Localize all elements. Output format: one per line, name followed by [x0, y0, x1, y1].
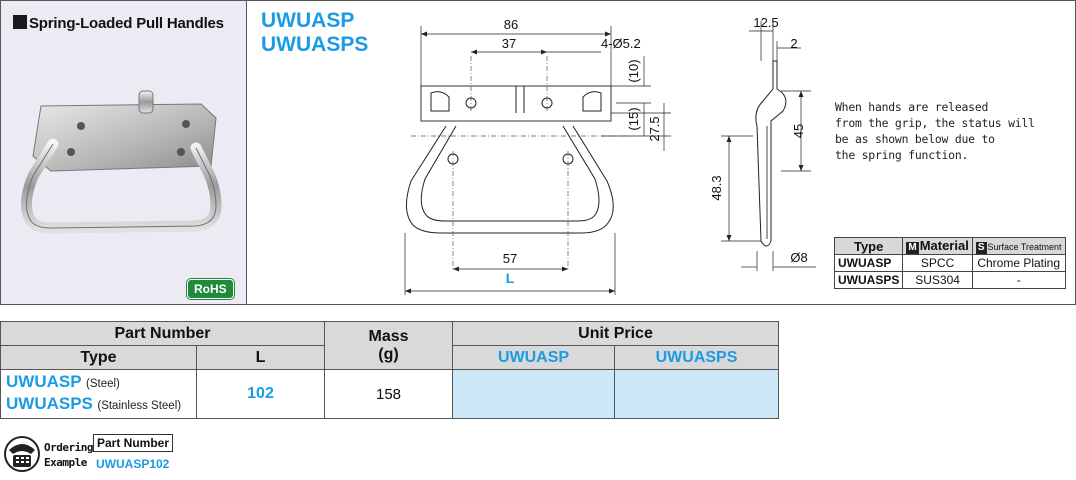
- ordering-part-number-header: Part Number: [93, 434, 174, 452]
- dim-grip-width: 57: [503, 251, 517, 266]
- l-value: 102: [196, 369, 325, 419]
- dim-thickness: 2: [790, 36, 797, 51]
- dim-height-27-5: 27.5: [647, 116, 662, 141]
- panel-title: Spring-Loaded Pull Handles: [13, 15, 224, 32]
- product-frame: Spring-Loaded Pull Handles: [0, 0, 1076, 305]
- header-part-number: Part Number: [0, 321, 325, 346]
- product-codes: UWUASP UWUASPS: [261, 9, 368, 57]
- price-cell-uwuasps: [614, 369, 779, 419]
- price-cell-uwuasp: [452, 369, 615, 419]
- dim-height-48-3: 48.3: [709, 175, 724, 200]
- rohs-badge: RoHS: [187, 279, 234, 299]
- header-mass: Mass(g): [324, 321, 453, 370]
- ordering-part-number-value: UWUASP102: [96, 457, 170, 471]
- header-price-uwuasps: UWUASPS: [614, 345, 779, 370]
- dim-length: L: [506, 270, 515, 286]
- product-code-2: UWUASPS: [261, 33, 369, 56]
- technical-drawing: 86 37 4-Ø5.2 (10) (15) 27.5 57 L 12.5 2 …: [404, 15, 816, 295]
- type-cell: UWUASP (Steel) UWUASPS (Stainless Steel): [0, 369, 197, 419]
- side-view-outline: [755, 60, 787, 247]
- front-handle-outline: [406, 125, 614, 234]
- handle-photo: [21, 90, 222, 234]
- header-price-uwuasp: UWUASP: [452, 345, 615, 370]
- dim-height-45: 45: [791, 124, 806, 138]
- table-row: UWUASP SPCC Chrome Plating: [833, 254, 1066, 272]
- table-row: UWUASPS SUS304 -: [833, 271, 1066, 289]
- dim-holes: 4-Ø5.2: [601, 36, 641, 51]
- mass-value: 158: [324, 369, 453, 419]
- header-type: Type: [0, 345, 197, 370]
- dim-height-15: (15): [626, 107, 641, 130]
- header-l: L: [196, 345, 325, 370]
- dim-hole-pitch: 37: [502, 36, 516, 51]
- table-row: UWUASP (Steel) UWUASPS (Stainless Steel)…: [0, 369, 779, 419]
- spring-note: When hands are released from the grip, t…: [835, 100, 1035, 162]
- dim-rod-dia: Ø8: [790, 250, 807, 265]
- ordering-example-label: Ordering Example: [44, 441, 93, 469]
- square-bullet-icon: [13, 15, 27, 29]
- telephone-icon: [4, 436, 40, 472]
- header-unit-price: Unit Price: [452, 321, 779, 346]
- product-code-1: UWUASP: [261, 9, 355, 32]
- front-plate-outline: [420, 85, 612, 122]
- mat-header-type: Type: [833, 237, 904, 255]
- dim-overall-width: 86: [504, 17, 518, 32]
- dim-height-10: (10): [626, 59, 641, 82]
- photo-panel: Spring-Loaded Pull Handles: [1, 1, 247, 304]
- dim-depth-12-5: 12.5: [753, 15, 778, 30]
- price-table: Part Number Mass(g) Unit Price Type L UW…: [0, 321, 779, 419]
